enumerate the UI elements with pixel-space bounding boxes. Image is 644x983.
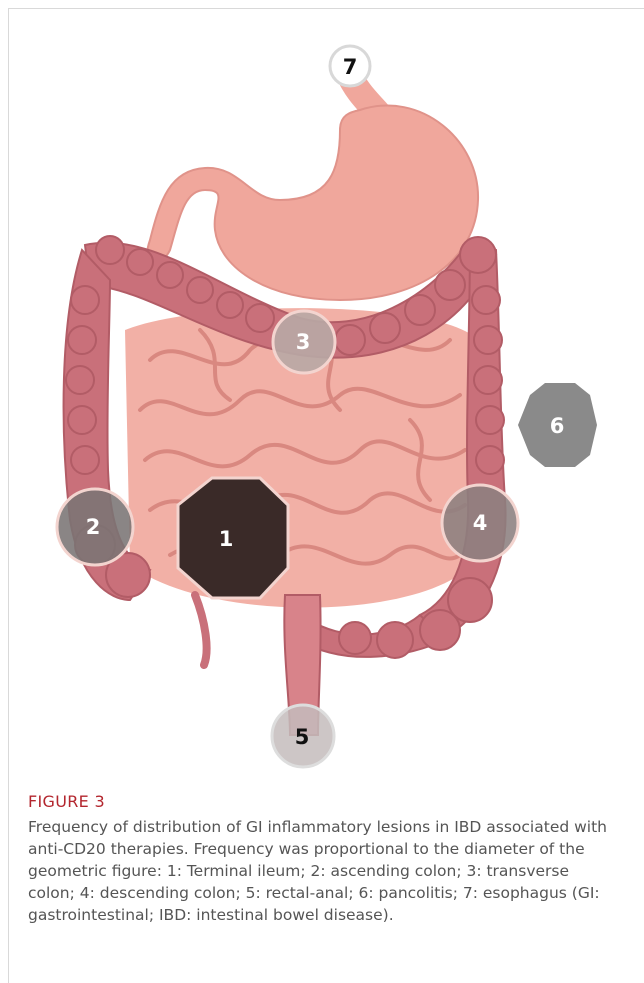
- marker-5: 5: [272, 705, 334, 767]
- marker-7-label: 7: [343, 55, 358, 79]
- marker-6-label: 6: [550, 414, 565, 438]
- marker-7: 7: [330, 46, 370, 86]
- figure-label: FIGURE 3: [28, 792, 618, 811]
- marker-2: 2: [57, 489, 133, 565]
- marker-3-label: 3: [296, 330, 311, 354]
- figure-caption-text: Frequency of distribution of GI inflamma…: [28, 816, 618, 926]
- marker-2-label: 2: [86, 515, 101, 539]
- marker-3: 3: [273, 311, 335, 373]
- marker-6: 6: [518, 383, 597, 467]
- marker-5-label: 5: [295, 725, 310, 749]
- marker-4: 4: [442, 485, 518, 561]
- appendix: [195, 595, 207, 665]
- marker-1-label: 1: [219, 527, 234, 551]
- figure-caption: FIGURE 3 Frequency of distribution of GI…: [28, 792, 618, 926]
- marker-1: 1: [178, 478, 288, 598]
- marker-4-label: 4: [473, 511, 488, 535]
- gi-tract-illustration: 1 2 3 4 5 6 7: [0, 0, 644, 780]
